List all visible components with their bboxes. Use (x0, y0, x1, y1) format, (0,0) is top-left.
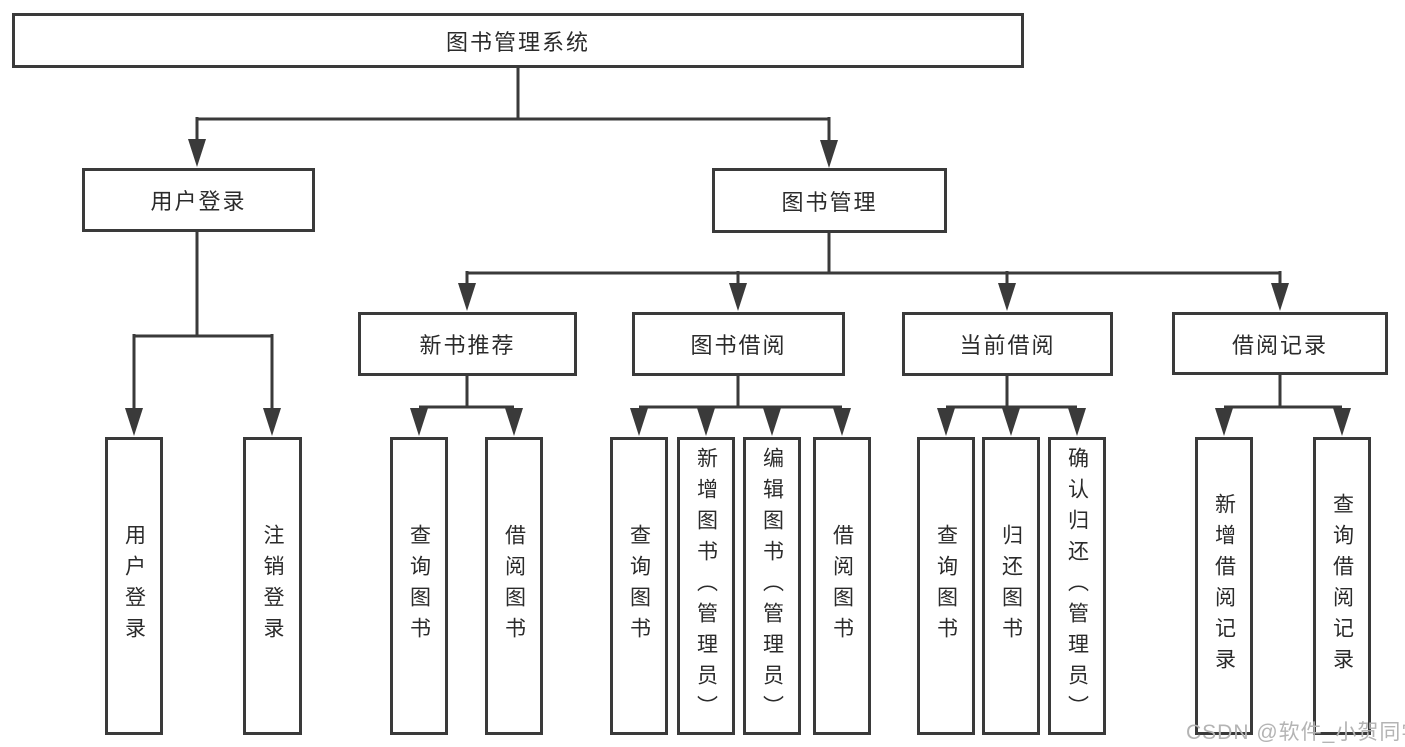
leaf-query-borrow-record: 查询借阅记录 (1313, 437, 1371, 735)
node-new-book-recommend: 新书推荐 (358, 312, 577, 376)
leaf-add-books-admin: 新增图书（管理员） (677, 437, 735, 735)
node-book-borrow: 图书借阅 (632, 312, 845, 376)
node-current-borrow: 当前借阅 (902, 312, 1113, 376)
leaf-add-borrow-record: 新增借阅记录 (1195, 437, 1253, 735)
leaf-borrow-books: 借阅图书 (813, 437, 871, 735)
node-library-management-system: 图书管理系统 (12, 13, 1024, 68)
leaf-confirm-return-admin: 确认归还（管理员） (1048, 437, 1106, 735)
csdn-watermark: CSDN @软件_小贺同学 (1186, 721, 1405, 744)
node-book-management: 图书管理 (712, 168, 947, 233)
leaf-logout: 注销登录 (243, 437, 302, 735)
node-user-login: 用户登录 (82, 168, 315, 232)
leaf-return-books: 归还图书 (982, 437, 1040, 735)
leaf-borrow-books-recommend: 借阅图书 (485, 437, 543, 735)
leaf-query-books-recommend: 查询图书 (390, 437, 448, 735)
leaf-user-login: 用户登录 (105, 437, 163, 735)
leaf-query-books-borrow: 查询图书 (610, 437, 668, 735)
leaf-edit-books-admin: 编辑图书（管理员） (743, 437, 801, 735)
node-borrow-records: 借阅记录 (1172, 312, 1388, 375)
leaf-query-books-current: 查询图书 (917, 437, 975, 735)
